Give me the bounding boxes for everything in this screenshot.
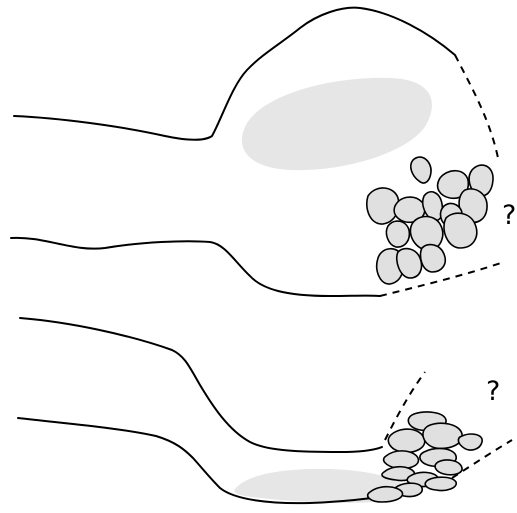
top-cell <box>420 245 445 272</box>
bottom-cell <box>425 477 456 490</box>
bottom-cell <box>458 434 482 450</box>
top-cell <box>444 213 477 248</box>
bottom-cell <box>388 429 424 452</box>
bottom-panel: ? <box>18 318 512 503</box>
top-question-mark: ? <box>502 200 516 231</box>
top-cell <box>367 188 399 224</box>
bottom-cell <box>435 460 462 475</box>
top-cell-cluster <box>367 157 493 284</box>
top-dashed-edge-right <box>455 55 498 158</box>
top-lower-outline <box>11 238 380 296</box>
bottom-cell <box>384 451 419 469</box>
top-shaded-region <box>242 78 432 170</box>
top-panel: ? <box>11 8 516 296</box>
bottom-question-mark: ? <box>486 376 500 407</box>
top-cell <box>386 221 409 247</box>
bottom-cell <box>423 423 462 448</box>
bottom-upper-outline <box>20 318 382 452</box>
bottom-cell-cluster <box>368 412 483 502</box>
top-cell <box>411 157 431 183</box>
